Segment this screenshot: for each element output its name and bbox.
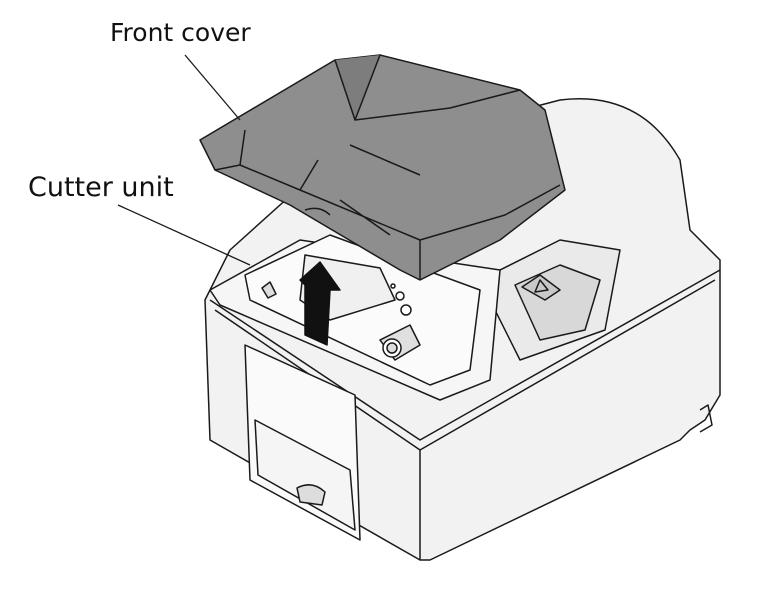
front-cover-leader (184, 54, 241, 121)
cutter-unit-label: Cutter unit (28, 172, 174, 203)
front-cover (199, 54, 566, 281)
triangle-button-icon (521, 274, 561, 301)
up-arrow-icon (299, 261, 341, 346)
front-cover-label: Front cover (110, 18, 251, 47)
cutter-unit-leader (117, 204, 251, 266)
